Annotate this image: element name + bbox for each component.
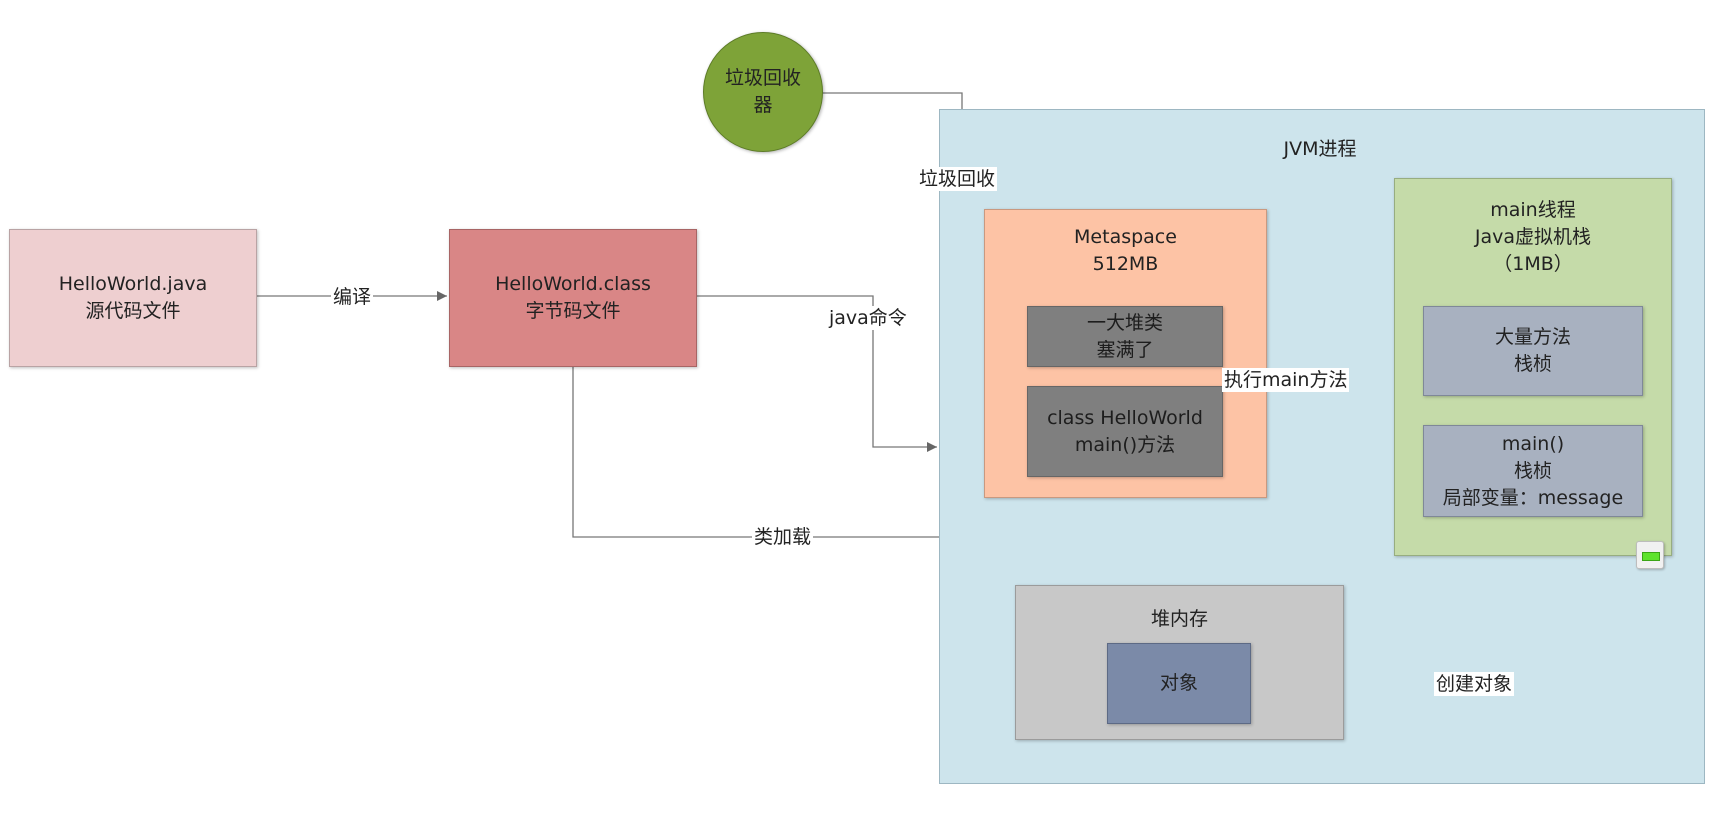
main-frame-box[interactable]: main() 栈桢 局部变量：message bbox=[1423, 425, 1643, 517]
edge-label-garbage-collect: 垃圾回收 bbox=[917, 167, 998, 191]
class-file-desc: 字节码文件 bbox=[525, 300, 621, 322]
main-thread-stack: Java虚拟机栈 bbox=[1474, 226, 1592, 248]
edge-label-java-command: java命令 bbox=[827, 306, 909, 330]
edge-label-exec-main: 执行main方法 bbox=[1222, 368, 1350, 392]
edge-java-command bbox=[697, 295, 937, 452]
loaded-classes-box[interactable]: 一大堆类 塞满了 bbox=[1027, 306, 1223, 367]
method-frames-box[interactable]: 大量方法 栈桢 bbox=[1423, 306, 1643, 396]
garbage-collector-line2: 器 bbox=[753, 94, 773, 116]
main-thread-title: main线程 bbox=[1490, 199, 1576, 221]
collapse-handle-icon[interactable] bbox=[1636, 541, 1664, 569]
edge-label-compile: 编译 bbox=[331, 285, 374, 309]
loaded-classes-line2: 塞满了 bbox=[1096, 338, 1154, 361]
object-box[interactable]: 对象 bbox=[1107, 643, 1251, 724]
edge-label-class-load: 类加载 bbox=[752, 525, 814, 549]
source-file-node[interactable]: HelloWorld.java 源代码文件 bbox=[9, 229, 257, 367]
jvm-process-title: JVM进程 bbox=[1283, 138, 1357, 160]
main-frame-line2: 栈桢 bbox=[1513, 459, 1552, 482]
helloworld-class-line1: class HelloWorld bbox=[1047, 406, 1203, 429]
source-file-name: HelloWorld.java bbox=[58, 273, 208, 295]
edge-label-create-object: 创建对象 bbox=[1434, 672, 1515, 696]
helloworld-class-line2: main()方法 bbox=[1074, 433, 1176, 456]
main-frame-line3: 局部变量：message bbox=[1442, 486, 1624, 509]
garbage-collector-node[interactable]: 垃圾回收 器 bbox=[703, 32, 823, 152]
source-file-desc: 源代码文件 bbox=[85, 300, 181, 322]
class-file-node[interactable]: HelloWorld.class 字节码文件 bbox=[449, 229, 697, 367]
method-frames-line1: 大量方法 bbox=[1494, 326, 1571, 348]
object-label: 对象 bbox=[1159, 672, 1198, 694]
method-frames-line2: 栈桢 bbox=[1513, 353, 1552, 375]
metaspace-title: Metaspace bbox=[1074, 226, 1177, 248]
heap-title: 堆内存 bbox=[1150, 608, 1208, 630]
helloworld-class-box[interactable]: class HelloWorld main()方法 bbox=[1027, 386, 1223, 477]
garbage-collector-line1: 垃圾回收 bbox=[724, 67, 801, 89]
loaded-classes-line1: 一大堆类 bbox=[1086, 311, 1163, 334]
main-frame-line1: main() bbox=[1501, 432, 1565, 455]
main-thread-size: （1MB） bbox=[1493, 253, 1573, 275]
class-file-name: HelloWorld.class bbox=[495, 273, 651, 295]
metaspace-size: 512MB bbox=[1092, 253, 1159, 275]
